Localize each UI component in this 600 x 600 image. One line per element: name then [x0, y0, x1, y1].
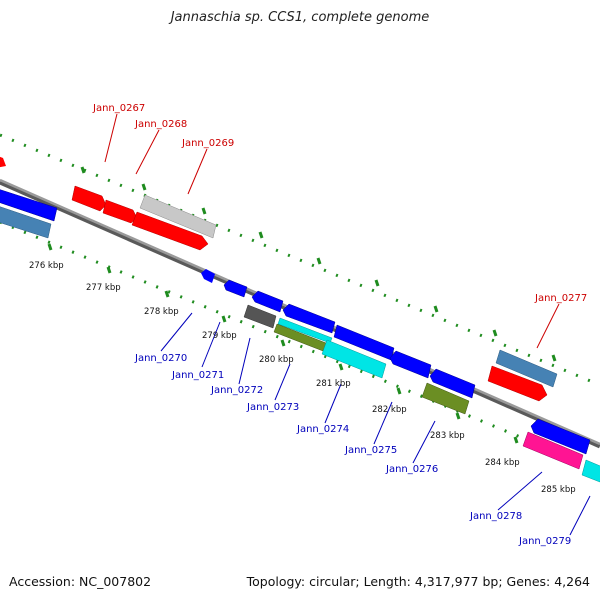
reverse-gene-label: Jann_0273: [246, 402, 299, 413]
gene-jann-0277-steel[interactable]: [495, 349, 558, 388]
topology-text: Topology: circular; Length: 4,317,977 bp…: [246, 574, 590, 589]
outer-tick-ring: [0, 133, 600, 387]
reverse-gene-label: Jann_0274: [296, 424, 349, 435]
gene-jann-0274[interactable]: [282, 303, 336, 334]
scale-labels: 276 kbp 277 kbp 278 kbp 279 kbp 280 kbp 281 k…: [29, 261, 576, 495]
gene-jann-0277[interactable]: [487, 365, 548, 402]
inner-major-ticks: [47, 243, 519, 444]
reverse-gene-label: Jann_0278: [469, 511, 522, 522]
gene-blue-281[interactable]: [429, 368, 476, 399]
forward-genes: [0, 155, 558, 402]
gene-jann-0269[interactable]: [131, 211, 209, 251]
scale-label: 285 kbp: [541, 485, 576, 495]
map-title: Jannaschia sp. CCS1, complete genome: [170, 10, 430, 25]
gene-jann-0270[interactable]: [223, 279, 248, 298]
scale-label: 279 kbp: [202, 331, 237, 341]
gene-blue-284[interactable]: [530, 418, 591, 455]
gene-left-blue[interactable]: [0, 188, 58, 222]
gene-jann-0275-cyan[interactable]: [321, 339, 387, 379]
reverse-gene-label: Jann_0270: [134, 353, 187, 364]
scale-label: 283 kbp: [430, 431, 465, 441]
gene-small-blue[interactable]: [201, 269, 215, 283]
gene-jann-0269-gray[interactable]: [139, 194, 217, 239]
gene-jann-0276[interactable]: [421, 382, 470, 415]
outer-major-ticks: [80, 166, 557, 362]
gene-jann-0268[interactable]: [102, 199, 138, 224]
reverse-genes: [0, 188, 600, 484]
forward-gene-label: Jann_0267: [92, 103, 145, 114]
scale-label: 280 kbp: [259, 355, 294, 365]
gene-partial-forward[interactable]: [0, 155, 6, 168]
reverse-gene-label: Jann_0279: [518, 536, 571, 547]
scale-label: 281 kbp: [316, 379, 351, 389]
gene-jann-0267[interactable]: [71, 185, 107, 212]
scale-label: 284 kbp: [485, 458, 520, 468]
gene-jann-0279[interactable]: [581, 459, 600, 484]
scale-label: 278 kbp: [144, 307, 179, 317]
accession-text: Accession: NC_007802: [9, 574, 152, 589]
scale-label: 276 kbp: [29, 261, 64, 271]
reverse-gene-label: Jann_0271: [171, 370, 224, 381]
gene-labels: Jann_0267Jann_0268Jann_0269Jann_0277Jann…: [92, 103, 587, 547]
gene-jann-0278[interactable]: [522, 431, 584, 470]
forward-gene-label: Jann_0268: [134, 119, 187, 130]
reverse-leader-lines: [160, 312, 591, 536]
reverse-gene-label: Jann_0275: [344, 445, 397, 456]
scale-label: 282 kbp: [372, 405, 407, 415]
reverse-gene-label: Jann_0276: [385, 464, 438, 475]
forward-leader-lines: [104, 113, 560, 349]
scale-label: 277 kbp: [86, 283, 121, 293]
gene-jann-0271[interactable]: [251, 290, 284, 313]
gene-jann-0275[interactable]: [389, 350, 432, 379]
gene-jann-0272[interactable]: [243, 304, 277, 329]
gene-left-steel[interactable]: [0, 205, 52, 239]
forward-gene-label: Jann_0269: [181, 138, 234, 149]
reverse-gene-label: Jann_0272: [210, 385, 263, 396]
forward-gene-label: Jann_0277: [534, 293, 587, 304]
